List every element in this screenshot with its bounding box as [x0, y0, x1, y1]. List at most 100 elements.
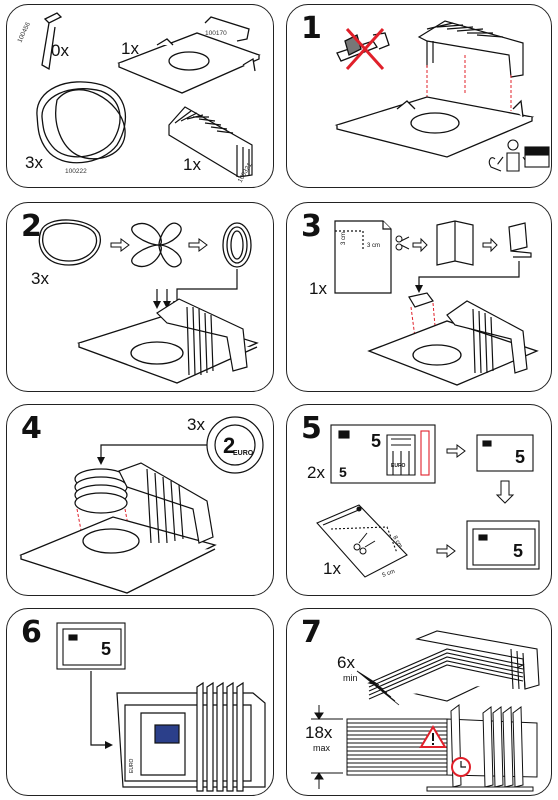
step-6-panel: 6 5 EURO	[6, 608, 274, 796]
arrow-down-icon	[97, 457, 105, 465]
arrow-down-icon	[495, 480, 515, 504]
step-1-illustration: IKEA	[334, 20, 550, 172]
euro-coin-icon	[206, 416, 264, 474]
step-7-panel: 7 6x min 18x max	[286, 608, 552, 796]
hex-key-code: 100456	[16, 21, 32, 44]
step-3-panel: 3 1x 3 cm 3 cm	[286, 202, 552, 392]
parts-panel: 100456 100222 100170 100321 0x 1x 3x 1x	[6, 4, 274, 188]
routing-arrow	[100, 444, 207, 459]
coin-stack-icon	[74, 468, 128, 514]
step-3-illustration: 3 cm 3 cm	[334, 220, 539, 386]
scissors-icon	[353, 532, 376, 555]
no-hammer-icon	[336, 27, 390, 71]
step-number: 5	[301, 411, 322, 446]
rubber-band-loop-icon	[38, 219, 101, 266]
rubber-bands-code: 100222	[65, 168, 87, 175]
step-number: 4	[21, 411, 42, 446]
bagged-bill-value: 5	[513, 541, 523, 561]
rubber-bands-icon	[36, 81, 127, 164]
bag-width-dim: 5 cm	[382, 569, 396, 579]
bills-qty: 2x	[307, 463, 325, 482]
step-number: 7	[301, 615, 322, 650]
parts-illustration: 100456 100222 100170 100321	[16, 12, 261, 184]
ikea-helper-icon	[488, 139, 550, 172]
arrow-right-icon	[412, 237, 498, 253]
wallet-assembly-icon	[116, 681, 266, 792]
step-number: 6	[21, 615, 42, 650]
dim-height: 3 cm	[341, 232, 347, 245]
hex-key-icon	[41, 12, 63, 71]
paper-sheet-icon	[334, 220, 392, 294]
base-plate-icon	[19, 516, 217, 594]
max-label: max	[313, 743, 331, 753]
folded-paper-icon	[436, 220, 474, 266]
base-plate-code: 100170	[205, 30, 227, 37]
step-2-illustration	[38, 219, 259, 384]
warning-icon	[419, 725, 447, 748]
ikea-logo-text: IKEA	[529, 149, 544, 155]
spring-stack-icon	[417, 20, 524, 78]
arrow-right-icon	[110, 238, 208, 252]
step-number: 3	[301, 209, 322, 244]
step-number: 2	[21, 209, 42, 244]
dim-width: 3 cm	[367, 243, 380, 249]
spring-stack-qty: 1x	[183, 155, 201, 174]
detail-circle-icon	[451, 757, 471, 777]
euro-bill-icon	[330, 424, 436, 484]
height-bracket-icon	[311, 705, 343, 789]
base-plate-icon	[117, 16, 261, 94]
step-1-panel: 1	[286, 4, 552, 188]
base-plate-icon	[334, 96, 535, 158]
step-6-illustration: 5 EURO	[56, 622, 266, 792]
paper-qty: 1x	[309, 279, 327, 298]
coin-qty: 3x	[187, 415, 205, 434]
spring-stack-icon	[156, 298, 248, 376]
spring-stack-icon	[168, 106, 253, 178]
max-qty: 18x	[305, 723, 333, 742]
spring-stack-icon	[446, 300, 528, 374]
step-number: 1	[301, 11, 322, 46]
folded-bill-icon	[476, 434, 534, 472]
bagged-bill-icon	[466, 520, 540, 570]
pointer-lines	[356, 670, 400, 706]
folded-bill-value: 5	[515, 447, 525, 467]
bill-value-small: 5	[339, 464, 347, 480]
scissors-icon	[395, 235, 410, 251]
step-4-panel: 4 3x 2 EURO	[6, 404, 274, 596]
bag-qty: 1x	[323, 559, 341, 578]
arrow-down-icon	[415, 285, 423, 293]
step-4-illustration: 2 EURO	[19, 416, 264, 594]
bill-value: 5	[371, 431, 381, 451]
arrow-right-icon	[105, 741, 113, 749]
step-2-panel: 2 3x	[6, 202, 274, 392]
bagged-bill-icon	[56, 622, 126, 670]
coin-value: 2	[223, 433, 235, 458]
step-5-panel: 5 2x 1x 5 5 EURO 5	[286, 404, 552, 596]
shaped-paper-icon	[508, 222, 532, 258]
arrow-right-icon	[436, 444, 466, 558]
min-label: min	[343, 673, 358, 683]
rubber-band-qty: 3x	[31, 269, 49, 288]
hex-key-qty: 0x	[51, 41, 69, 60]
bill-word: EURO	[129, 758, 135, 773]
min-qty: 6x	[337, 653, 355, 672]
alignment-guides	[426, 55, 512, 111]
bill-word: EURO	[391, 463, 406, 469]
spring-stack-icon	[118, 462, 214, 544]
coin-euro-label: EURO	[233, 450, 254, 457]
bag-height-dim: 8 cm	[391, 535, 403, 549]
zip-bag-icon	[316, 504, 408, 578]
bill-value: 5	[101, 639, 111, 659]
base-plate-icon	[367, 320, 539, 386]
paper-piece-icon	[408, 292, 434, 308]
routing-arrows	[156, 269, 238, 303]
step-7-illustration	[311, 630, 540, 792]
rubber-bands-qty: 3x	[25, 153, 43, 172]
step-5-illustration: 5 5 EURO 5 8 cm 5 cm	[316, 424, 540, 579]
routing-arrow	[418, 261, 520, 287]
doubled-band-icon	[222, 222, 252, 268]
figure-eight-band-icon	[131, 222, 182, 268]
wallet-with-cards-icon	[367, 630, 540, 702]
base-plate-qty: 1x	[121, 39, 139, 58]
routing-arrow	[90, 671, 107, 746]
